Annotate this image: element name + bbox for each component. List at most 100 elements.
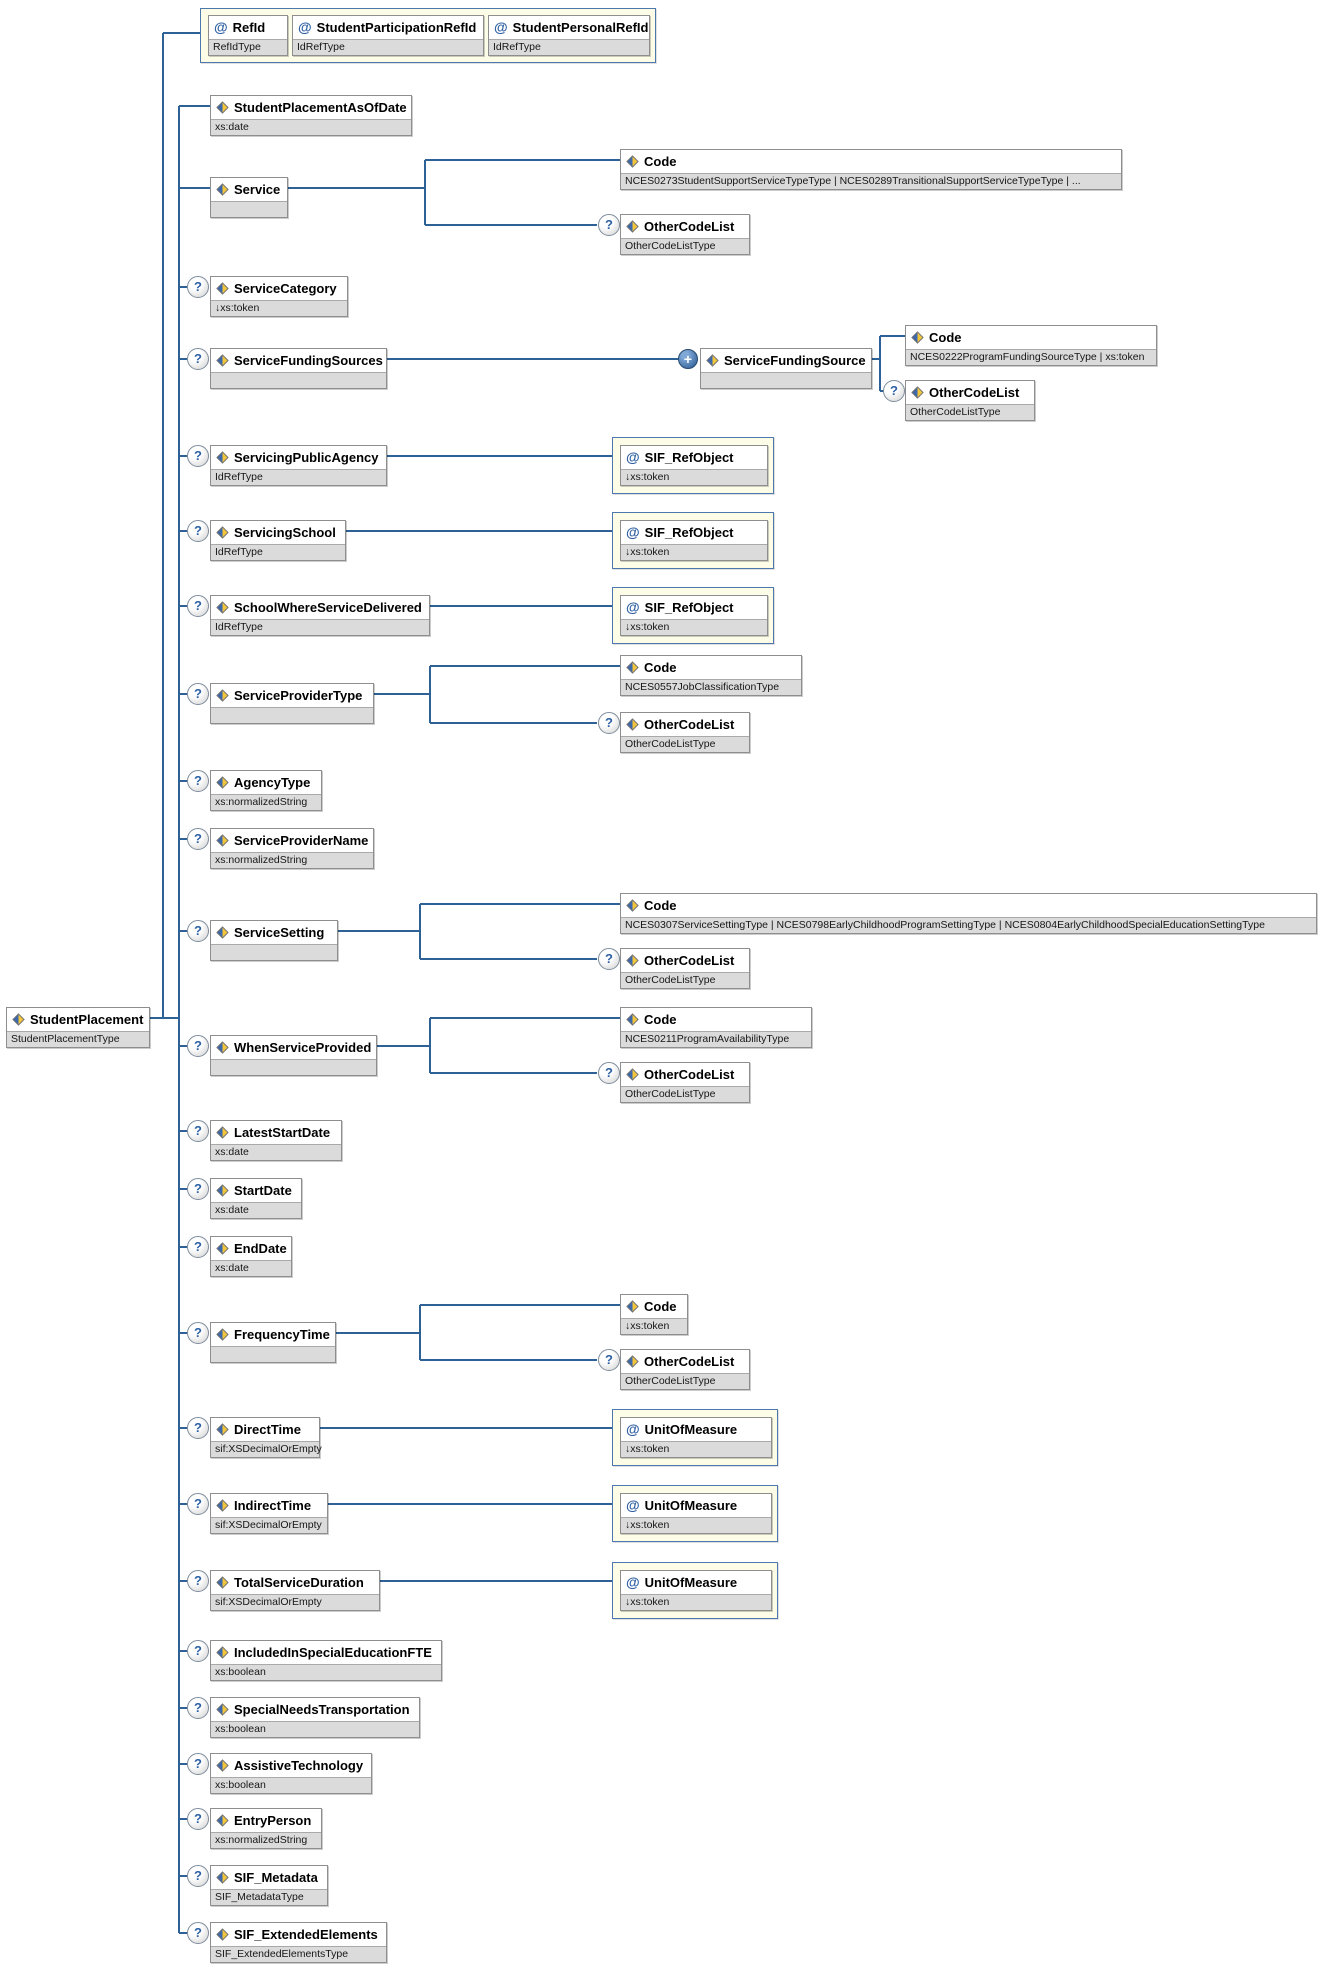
optional-badge[interactable]: ?: [187, 1570, 209, 1592]
connector-line: [870, 358, 880, 360]
optional-badge[interactable]: ?: [598, 1062, 620, 1084]
optional-badge[interactable]: ?: [187, 1922, 209, 1944]
attribute-box-SIF_RefObject[interactable]: @SIF_RefObject↓xs:token: [620, 595, 768, 636]
box-title-bar: IndirectTime: [211, 1494, 327, 1517]
optional-badge[interactable]: ?: [187, 520, 209, 542]
element-box-ServiceFundingSource[interactable]: ServiceFundingSource: [700, 348, 872, 389]
optional-badge[interactable]: ?: [187, 595, 209, 617]
optional-badge[interactable]: ?: [598, 948, 620, 970]
connector-line: [179, 1130, 187, 1132]
connector-line: [336, 930, 420, 932]
element-icon: [216, 1928, 229, 1941]
connector-line: [344, 530, 612, 532]
attribute-box-SIF_RefObject[interactable]: @SIF_RefObject↓xs:token: [620, 445, 768, 486]
optional-badge[interactable]: ?: [187, 1493, 209, 1515]
connector-line: [879, 336, 881, 391]
element-box-WhenServiceProvided[interactable]: WhenServiceProvided: [210, 1035, 377, 1076]
optional-badge[interactable]: ?: [598, 1349, 620, 1371]
connector-line: [179, 530, 187, 532]
element-box-ServiceProviderType[interactable]: ServiceProviderType: [210, 683, 374, 724]
optional-badge[interactable]: ?: [187, 1120, 209, 1142]
optional-badge[interactable]: ?: [187, 1753, 209, 1775]
optional-badge[interactable]: ?: [187, 920, 209, 942]
optional-badge[interactable]: ?: [187, 828, 209, 850]
connector-line: [420, 1304, 620, 1306]
optional-badge[interactable]: ?: [187, 276, 209, 298]
optional-badge[interactable]: ?: [187, 1236, 209, 1258]
optional-badge[interactable]: ?: [187, 1322, 209, 1344]
attribute-box-UnitOfMeasure[interactable]: @UnitOfMeasure↓xs:token: [620, 1493, 772, 1534]
optional-badge[interactable]: ?: [883, 380, 905, 402]
optional-badge[interactable]: ?: [187, 1808, 209, 1830]
optional-badge[interactable]: ?: [187, 348, 209, 370]
element-box-Service[interactable]: Service: [210, 177, 288, 218]
optional-badge[interactable]: ?: [187, 1865, 209, 1887]
optional-badge[interactable]: ?: [187, 1417, 209, 1439]
connector-line: [179, 455, 187, 457]
element-box-FrequencyTime[interactable]: FrequencyTime: [210, 1322, 336, 1363]
box-title-bar: WhenServiceProvided: [211, 1036, 376, 1059]
element-icon: [216, 282, 229, 295]
element-box-ServiceCategory[interactable]: ServiceCategory↓xs:token: [210, 276, 348, 317]
element-box-ServiceSetting[interactable]: ServiceSetting: [210, 920, 338, 961]
box-name: Code: [644, 1299, 677, 1314]
optional-badge[interactable]: ?: [598, 214, 620, 236]
box-title-bar: @UnitOfMeasure: [621, 1494, 771, 1517]
attribute-box-SIF_RefObject[interactable]: @SIF_RefObject↓xs:token: [620, 520, 768, 561]
optional-badge[interactable]: ?: [187, 683, 209, 705]
optional-badge[interactable]: ?: [598, 712, 620, 734]
optional-badge[interactable]: ?: [187, 1178, 209, 1200]
optional-badge[interactable]: ?: [187, 1035, 209, 1057]
attribute-box-UnitOfMeasure[interactable]: @UnitOfMeasure↓xs:token: [620, 1417, 772, 1458]
optional-badge[interactable]: ?: [187, 445, 209, 467]
box-name: AgencyType: [234, 775, 311, 790]
optional-badge[interactable]: ?: [187, 1640, 209, 1662]
box-title-bar: Code: [621, 1008, 811, 1031]
element-box-ServiceFundingSources[interactable]: ServiceFundingSources: [210, 348, 387, 389]
connector-line: [179, 187, 210, 189]
box-title-bar: AssistiveTechnology: [211, 1754, 371, 1777]
optional-badge[interactable]: ?: [187, 1697, 209, 1719]
box-title-bar: TotalServiceDuration: [211, 1571, 379, 1594]
box-name: StudentPlacement: [30, 1012, 144, 1027]
connector-line: [179, 838, 187, 840]
attribute-box-UnitOfMeasure[interactable]: @UnitOfMeasure↓xs:token: [620, 1570, 772, 1611]
box-title-bar: SchoolWhereServiceDelivered: [211, 596, 429, 619]
element-box-Code[interactable]: Code↓xs:token: [620, 1294, 688, 1335]
repeat-badge[interactable]: +: [678, 349, 698, 369]
optional-badge[interactable]: ?: [187, 770, 209, 792]
